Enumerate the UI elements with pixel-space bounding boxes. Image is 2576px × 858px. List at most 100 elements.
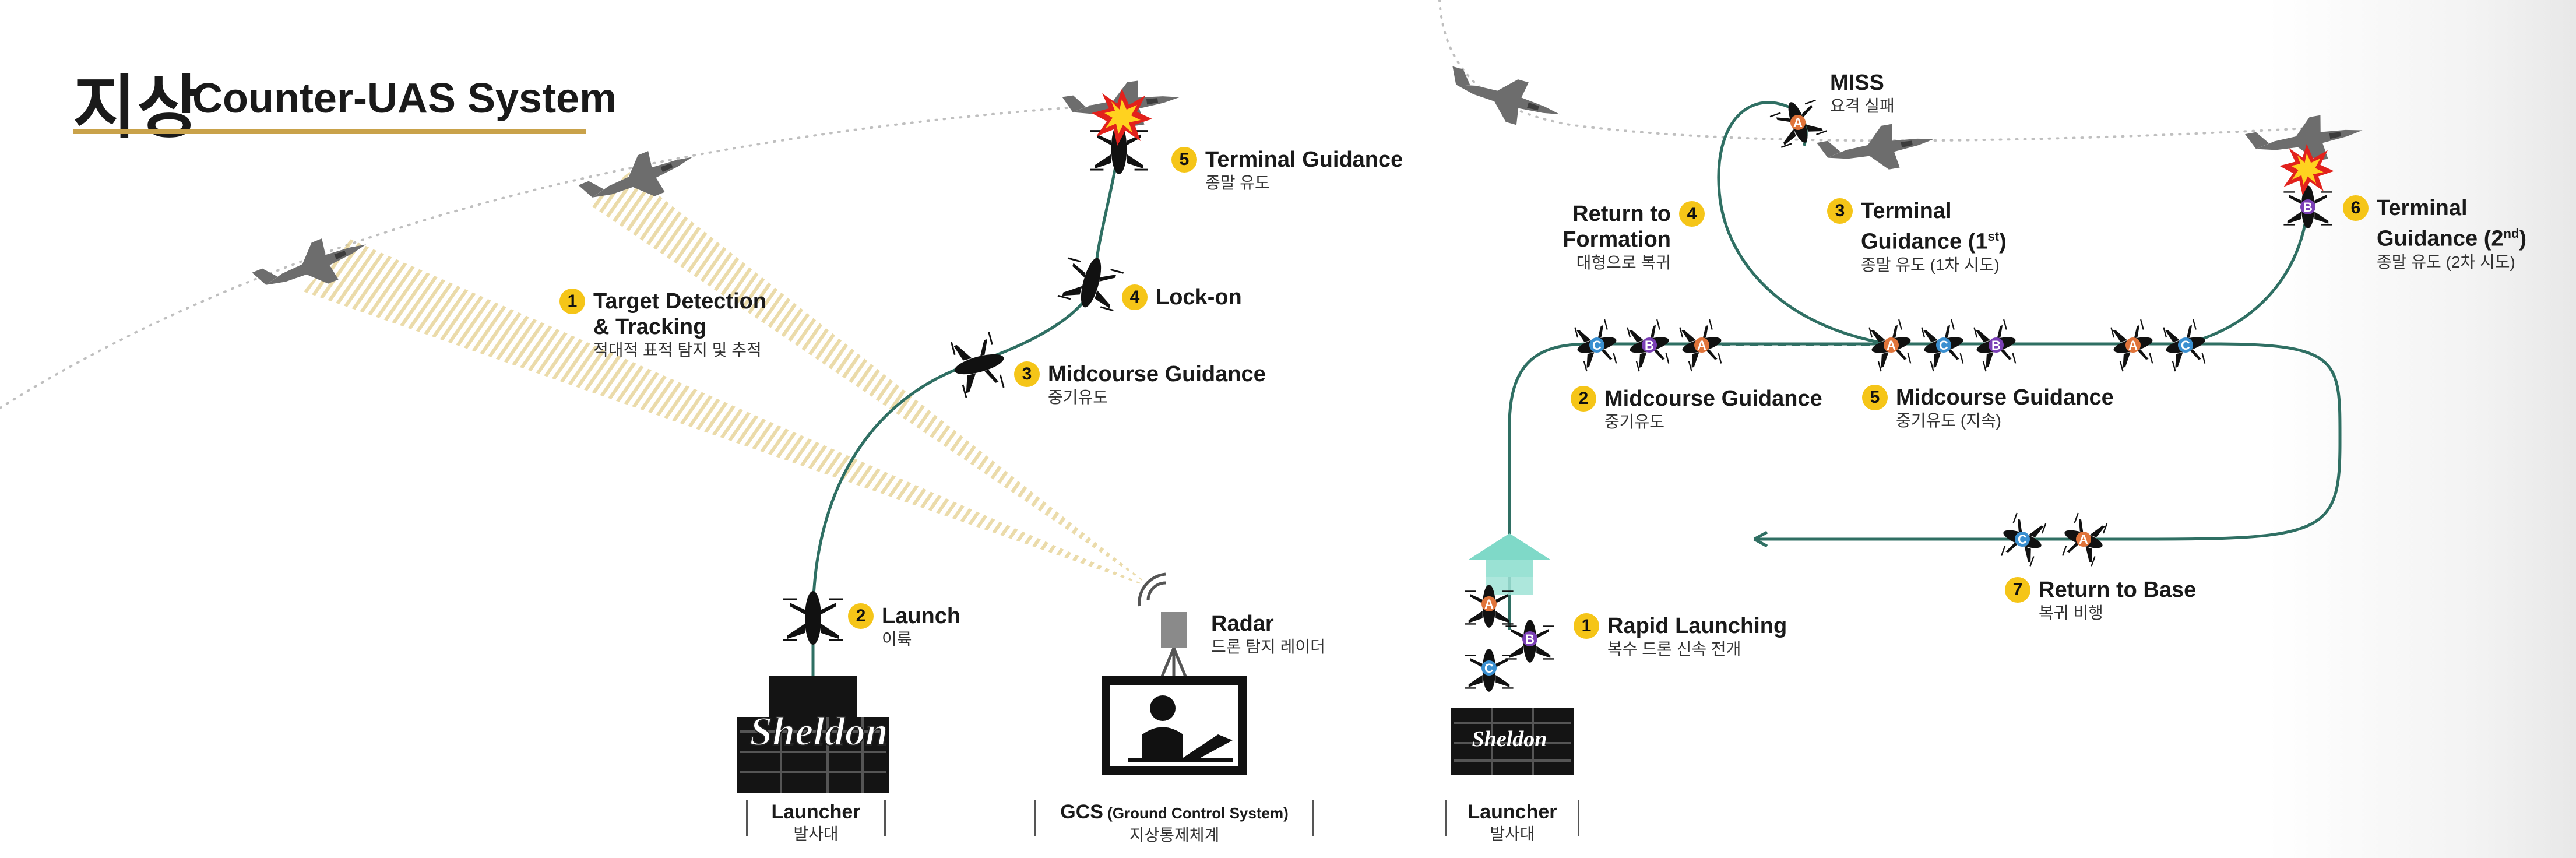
drone-tag-b: B [1645, 338, 1654, 353]
jet-icon [1815, 117, 1938, 181]
drone-tag-a: A [1793, 115, 1803, 130]
step-label: Return to Formation [1563, 202, 1671, 252]
drone-tag-c: C [1592, 338, 1602, 353]
drone-tag-b: B [1991, 338, 2001, 353]
drone-tag-b: B [2303, 200, 2313, 214]
step-sub: 종말 유도 (2차 시도) [2377, 252, 2515, 271]
step-midcourse-guidance: 2 Midcourse Guidance 중기유도 [1571, 386, 1822, 432]
step-sub: 복귀 비행 [2039, 604, 2103, 622]
step-label: Midcourse Guidance [1604, 386, 1822, 411]
step-number-badge: 2 [848, 603, 874, 629]
miss-title: MISS [1830, 71, 1884, 95]
step-sub: 적대적 표적 탐지 및 추적 [593, 341, 762, 359]
step-target-detection: 1 Target Detection & Tracking 적대적 표적 탐지 … [559, 289, 766, 361]
step-label-line2: & Tracking [593, 315, 707, 339]
jet-icon [1442, 61, 1566, 136]
launch-arrow-icon [1469, 533, 1550, 595]
drone-tag-c: C [1939, 338, 1948, 353]
miss-sub: 요격 실패 [1830, 97, 1895, 115]
step-label: Launch [882, 604, 961, 628]
step-lock-on: 4 Lock-on [1122, 284, 1242, 310]
radar-beam [589, 172, 1154, 589]
launcher-brand: Sheldon [1472, 727, 1547, 751]
footer-launcher-right: Launcher 발사대 [1445, 800, 1579, 844]
step-number-badge: 2 [1571, 386, 1596, 412]
step-sub: 종말 유도 (1차 시도) [1861, 255, 2000, 274]
drone-tag-c: C [2018, 532, 2027, 547]
drone-tag-c: C [1484, 661, 1494, 676]
step-label-line2: Guidance (2 [2377, 226, 2504, 251]
step-number-badge: 5 [1862, 385, 1888, 410]
step-sub: 종말 유도 [1205, 174, 1270, 192]
footer-label-detail: (Ground Control System) [1103, 804, 1289, 822]
step-launch: 2 Launch 이륙 [848, 603, 960, 650]
step-return-to-base: 7 Return to Base 복귀 비행 [2005, 577, 2196, 624]
return-arrowhead [1753, 530, 1768, 548]
launcher-crate-icon [737, 676, 889, 793]
step-number-badge: 3 [1827, 198, 1853, 224]
footer-label: Launcher [771, 801, 861, 823]
step-label: Rapid Launching [1607, 614, 1787, 638]
step-label-sup: nd [2503, 226, 2519, 241]
step-sub: 대형으로 복귀 [1576, 254, 1671, 272]
step-terminal-guidance: 5 Terminal Guidance 종말 유도 [1171, 147, 1403, 194]
drone-icon [1055, 249, 1127, 316]
step-label-line2: Guidance (1 [1861, 229, 1988, 254]
step-number-badge: 4 [1679, 201, 1705, 227]
drone-tags: A B C C B A A C B A C A B C A [1481, 115, 2315, 676]
step-label: Midcourse Guidance [1896, 385, 2114, 410]
drone-tag-a: A [1697, 338, 1706, 353]
step-label: Terminal Guidance [1205, 147, 1403, 172]
step-label: Midcourse Guidance [1048, 362, 1266, 386]
footer-sub: 지상통제체계 [1129, 826, 1220, 844]
radar-sub: 드론 탐지 레이더 [1211, 638, 1325, 656]
step-terminal-guidance-2nd: 6 Terminal Guidance (2nd) 종말 유도 (2차 시도) [2343, 195, 2526, 273]
step-number-badge: 4 [1122, 284, 1148, 310]
drone-icon [782, 590, 844, 646]
step-sub: 중기유도 (지속) [1896, 412, 2001, 430]
step-label: Terminal [2377, 196, 2468, 220]
step-midcourse-guidance: 3 Midcourse Guidance 중기유도 [1014, 361, 1266, 408]
title-korean: 지상 [73, 69, 202, 146]
step-sub: 중기유도 [1604, 413, 1665, 431]
step-sub: 중기유도 [1048, 388, 1108, 406]
terminal-path-2 [2185, 203, 2310, 346]
step-number-badge: 3 [1014, 361, 1040, 387]
step-label-close: ) [2519, 226, 2527, 251]
step-number-badge: 7 [2005, 577, 2030, 603]
drone-tag-a: A [1887, 338, 1896, 353]
step-label-sup: st [1987, 229, 2000, 244]
radar-beam [303, 239, 1154, 589]
footer-label: Launcher [1468, 801, 1557, 823]
drone-tag-a: A [2079, 532, 2088, 547]
footer-launcher-left: Launcher 발사대 [746, 800, 886, 844]
interceptor-path [811, 128, 1124, 717]
radar-title: Radar [1211, 611, 1274, 636]
footer-sub: 발사대 [793, 825, 839, 843]
step-number-badge: 5 [1171, 147, 1197, 173]
drone-tag-b: B [1525, 632, 1535, 646]
footer-gcs: GCS (Ground Control System) 지상통제체계 [1034, 800, 1314, 845]
title-underline [73, 129, 586, 134]
title-english: Counter-UAS System [192, 75, 617, 122]
step-terminal-guidance-1st: 3 Terminal Guidance (1st) 종말 유도 (1차 시도) [1827, 198, 2007, 276]
miss-label: MISS 요격 실패 [1830, 70, 1895, 117]
radar-icon [1138, 572, 1190, 683]
drone-tag-c: C [2181, 338, 2190, 353]
step-midcourse-guidance-continued: 5 Midcourse Guidance 중기유도 (지속) [1862, 385, 2114, 431]
launcher-brand: Sheldon [749, 709, 888, 754]
step-label: Return to Base [2039, 578, 2197, 602]
interceptor-path [1508, 342, 2342, 630]
target-trajectory [1438, 0, 2309, 142]
step-rapid-launching: 1 Rapid Launching 복수 드론 신속 전개 [1574, 613, 1787, 660]
step-number-badge: 6 [2343, 195, 2369, 221]
footer-sub: 발사대 [1490, 825, 1535, 843]
drone-tag-a: A [1484, 597, 1494, 611]
radar-label: Radar 드론 탐지 레이더 [1211, 611, 1325, 657]
footer-label: GCS [1060, 801, 1103, 823]
drone-icon [946, 329, 1012, 400]
step-return-to-formation: Return to Formation 4 대형으로 복귀 [1466, 201, 1705, 273]
step-label: Terminal [1861, 199, 1952, 223]
drone-tag-a: A [2128, 338, 2138, 353]
